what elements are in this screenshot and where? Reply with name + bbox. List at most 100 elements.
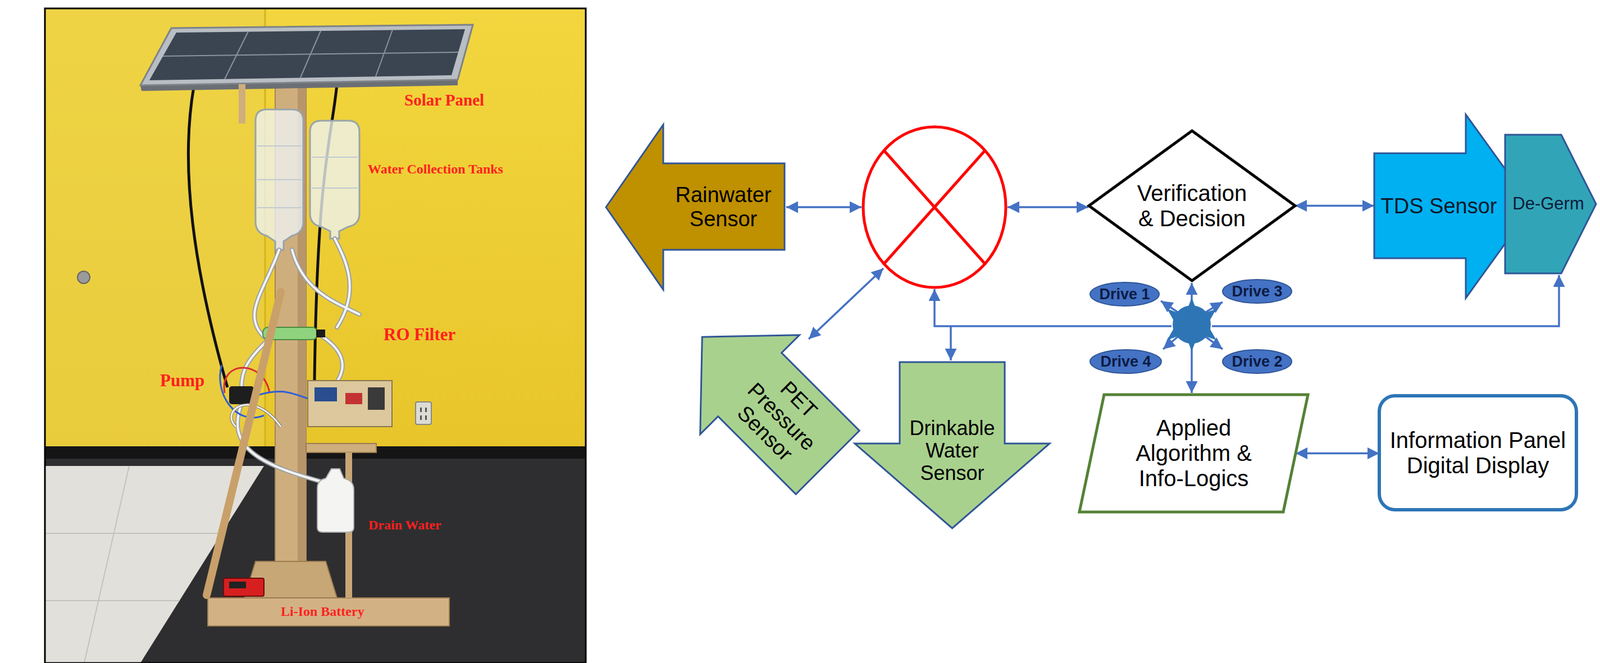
svg-rect	[420, 407, 422, 413]
svg-rect	[223, 578, 264, 597]
text-region: Verification & Decision	[1129, 168, 1255, 244]
svg-line	[808, 268, 884, 340]
svg-path	[188, 87, 228, 388]
svg-rect	[425, 407, 427, 413]
text-region: Drive 2	[1230, 351, 1284, 373]
text-region: Drive 4	[1097, 351, 1154, 373]
node-text: De-Germ	[1512, 194, 1584, 214]
shape-path	[1505, 134, 1597, 274]
part-label: RO Filter	[383, 324, 456, 345]
part-label: Li-Ion Battery	[280, 604, 365, 621]
svg-rect	[345, 393, 363, 405]
decision-diamond: Verification & Decision	[1088, 130, 1296, 281]
svg-line	[786, 206, 862, 209]
text-region: De-Germ	[1508, 185, 1589, 223]
text-region: Drinkable Water Sensor	[900, 390, 1004, 512]
text-region: Information Panel Digital Display	[1382, 401, 1574, 505]
svg-polygon	[149, 29, 466, 81]
svg-path	[255, 391, 308, 399]
node-text: Verification & Decision	[1131, 180, 1253, 232]
text-region: Drive 3	[1230, 280, 1284, 303]
svg-path	[311, 157, 358, 189]
node-text: Drive 4	[1100, 353, 1151, 371]
part-label: Drain Water	[368, 517, 442, 534]
part-label: Water Collection Tanks	[367, 161, 504, 178]
shape-path	[1088, 130, 1296, 281]
svg-rect	[415, 402, 432, 425]
junction-circle	[863, 126, 1006, 288]
svg-path	[317, 468, 354, 533]
shape-path	[1090, 282, 1160, 307]
shape-path	[605, 124, 785, 290]
node-text: Rainwater Sensor	[669, 183, 777, 231]
svg-rect	[306, 443, 377, 453]
svg-circle	[1172, 305, 1211, 344]
shape-path	[1079, 394, 1308, 513]
part-label: Solar Panel	[404, 90, 485, 110]
svg-ellipse	[863, 126, 1006, 288]
svg-rect	[420, 415, 422, 421]
node-text: TDS Sensor	[1377, 194, 1498, 219]
svg-path	[257, 146, 302, 208]
svg-line	[1007, 206, 1089, 209]
svg-path	[1211, 275, 1560, 327]
svg-rect	[316, 329, 326, 338]
svg-line	[1190, 345, 1193, 394]
svg-rect	[425, 415, 427, 421]
svg-polygon	[1167, 297, 1217, 352]
svg-line	[883, 150, 986, 264]
node-text: Applied Algorithm & Info-Logics	[1124, 415, 1263, 491]
node-text: Drinkable Water Sensor	[903, 417, 1002, 486]
svg-rect	[44, 8, 586, 458]
drive-ellipse: Drive 2	[1222, 349, 1292, 374]
svg-polygon	[140, 24, 473, 86]
svg-path	[44, 466, 222, 663]
drive-ellipse: Drive 4	[1090, 349, 1162, 374]
shape-path	[1222, 279, 1292, 304]
shape-path	[1222, 349, 1292, 374]
svg-rect	[44, 458, 586, 663]
svg-rect	[367, 387, 385, 410]
node-text: Drive 3	[1231, 283, 1283, 300]
shape-path	[1379, 395, 1577, 510]
display-box: Information Panel Digital Display	[1379, 395, 1577, 510]
svg-line	[206, 292, 281, 596]
shape-path	[1090, 349, 1162, 374]
svg-rect	[229, 581, 246, 589]
svg-circle	[77, 271, 90, 284]
drive-ellipse: Drive 1	[1090, 282, 1160, 307]
sensor-arrow: Drinkable Water Sensor	[854, 362, 1050, 529]
shape-path	[652, 287, 878, 513]
connector-arrow	[1295, 204, 1375, 208]
algorithm-parallelogram: Applied Algorithm & Info-Logics	[1079, 394, 1308, 513]
svg-rect	[307, 380, 392, 427]
shape-path	[854, 362, 1050, 529]
connector-arrow	[1295, 452, 1380, 455]
svg-path	[310, 120, 360, 239]
svg-rect	[314, 387, 337, 402]
drive-hub	[1167, 297, 1217, 352]
degerm-pentagon: De-Germ	[1505, 134, 1597, 274]
svg-path	[162, 29, 459, 80]
svg-path	[255, 109, 304, 250]
svg-rect	[238, 84, 246, 124]
svg-line	[883, 150, 986, 264]
drive-ellipse: Drive 3	[1222, 279, 1292, 304]
photo-scene	[44, 8, 586, 663]
node-text: Information Panel Digital Display	[1383, 427, 1572, 479]
node-text: Drive 1	[1099, 285, 1150, 303]
svg-rect	[207, 598, 450, 627]
svg-path	[949, 326, 952, 361]
text-region: Applied Algorithm & Info-Logics	[1113, 401, 1275, 506]
text-region: TDS Sensor	[1377, 156, 1504, 257]
photo-frame	[44, 8, 586, 663]
part-label: Pump	[160, 370, 205, 391]
node-text: Drive 2	[1231, 353, 1283, 371]
text-region: Rainwater Sensor	[665, 166, 782, 248]
sensor-arrow: Rainwater Sensor	[605, 124, 785, 290]
sensor-arrow: PET Pressure Sensor	[652, 287, 878, 513]
